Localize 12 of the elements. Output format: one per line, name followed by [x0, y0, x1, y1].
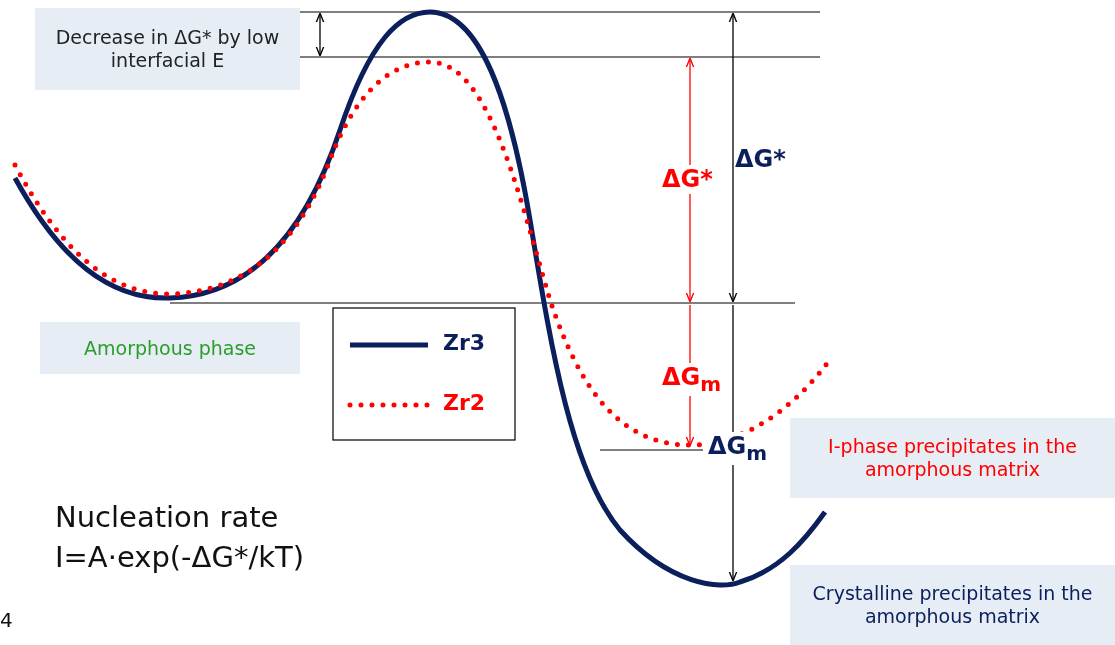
legend-label: Zr2	[443, 390, 486, 417]
delta-g-label: ΔG$_{m}$	[708, 432, 768, 465]
phase-label: Crystalline precipitates in the amorphous matrix	[790, 565, 1115, 645]
annotation-text: Decrease in ΔG* by low interfacial E	[35, 8, 300, 90]
delta-g-label: ΔG$_{m}$	[662, 363, 722, 396]
phase-label: Amorphous phase	[40, 322, 300, 374]
page-number: 4	[0, 608, 13, 632]
formula-heading: Nucleation rate	[55, 500, 279, 535]
formula-text: I=A·exp(-ΔG*/kT)	[55, 540, 304, 575]
phase-label: I-phase precipitates in the amorphous matrix	[790, 418, 1115, 498]
delta-g-label: ΔG*	[662, 165, 713, 194]
legend-label: Zr3	[443, 330, 486, 357]
